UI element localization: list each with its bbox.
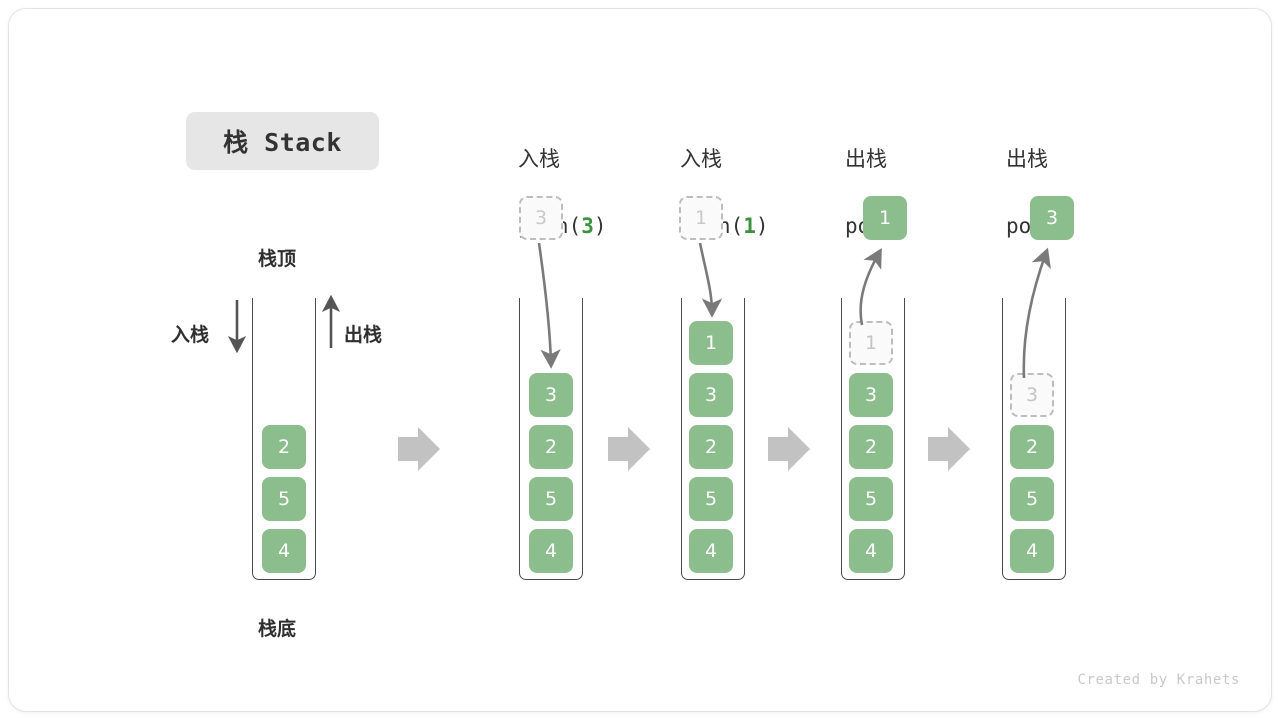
stack-cell: 2 [1010, 425, 1054, 469]
stack-cell: 5 [529, 477, 573, 521]
stack-cell: 5 [1010, 477, 1054, 521]
stack-container [1002, 298, 1066, 580]
incoming-element-box: 3 [519, 196, 563, 240]
stack-cell: 3 [849, 373, 893, 417]
stack-container [681, 298, 745, 580]
push-direction-label: 入栈 [171, 324, 210, 346]
stack-cell: 2 [529, 425, 573, 469]
column-header-cn: 入栈 [680, 147, 722, 171]
stack-container [841, 298, 905, 580]
incoming-element-box: 1 [679, 196, 723, 240]
pop-direction-label: 出栈 [344, 324, 383, 346]
stack-cell: 3 [1010, 373, 1054, 417]
stack-cell: 2 [849, 425, 893, 469]
column-header-cn: 出栈 [1006, 147, 1048, 171]
figure-title-chip: 栈 Stack [186, 112, 379, 170]
watermark: Created by Krahets [1077, 672, 1240, 688]
stack-bottom-label: 栈底 [258, 618, 297, 640]
column-header-push-3: 入栈 push(3) [518, 108, 688, 278]
column-header-cn: 出栈 [845, 147, 887, 171]
stack-top-label: 栈顶 [258, 248, 297, 270]
stack-cell: 3 [529, 373, 573, 417]
stack-cell: 1 [849, 321, 893, 365]
stack-cell: 2 [689, 425, 733, 469]
column-header-push-1: 入栈 push(1) [680, 108, 850, 278]
page-title: 栈 Stack [223, 128, 342, 157]
stack-cell: 4 [849, 529, 893, 573]
stack-cell: 4 [529, 529, 573, 573]
popped-element-box: 1 [863, 196, 907, 240]
stack-cell: 4 [262, 529, 306, 573]
column-header-pop-3: 出栈 pop() [1006, 108, 1176, 278]
column-header-pop-1: 出栈 pop() [845, 108, 1015, 278]
stack-cell: 5 [262, 477, 306, 521]
stack-cell: 5 [849, 477, 893, 521]
stack-cell: 4 [1010, 529, 1054, 573]
stack-cell: 4 [689, 529, 733, 573]
stack-container [519, 298, 583, 580]
stack-cell: 3 [689, 373, 733, 417]
column-header-cn: 入栈 [518, 147, 560, 171]
stack-container [252, 298, 316, 580]
stack-cell: 5 [689, 477, 733, 521]
stack-cell: 1 [689, 321, 733, 365]
popped-element-box: 3 [1030, 196, 1074, 240]
stack-cell: 2 [262, 425, 306, 469]
